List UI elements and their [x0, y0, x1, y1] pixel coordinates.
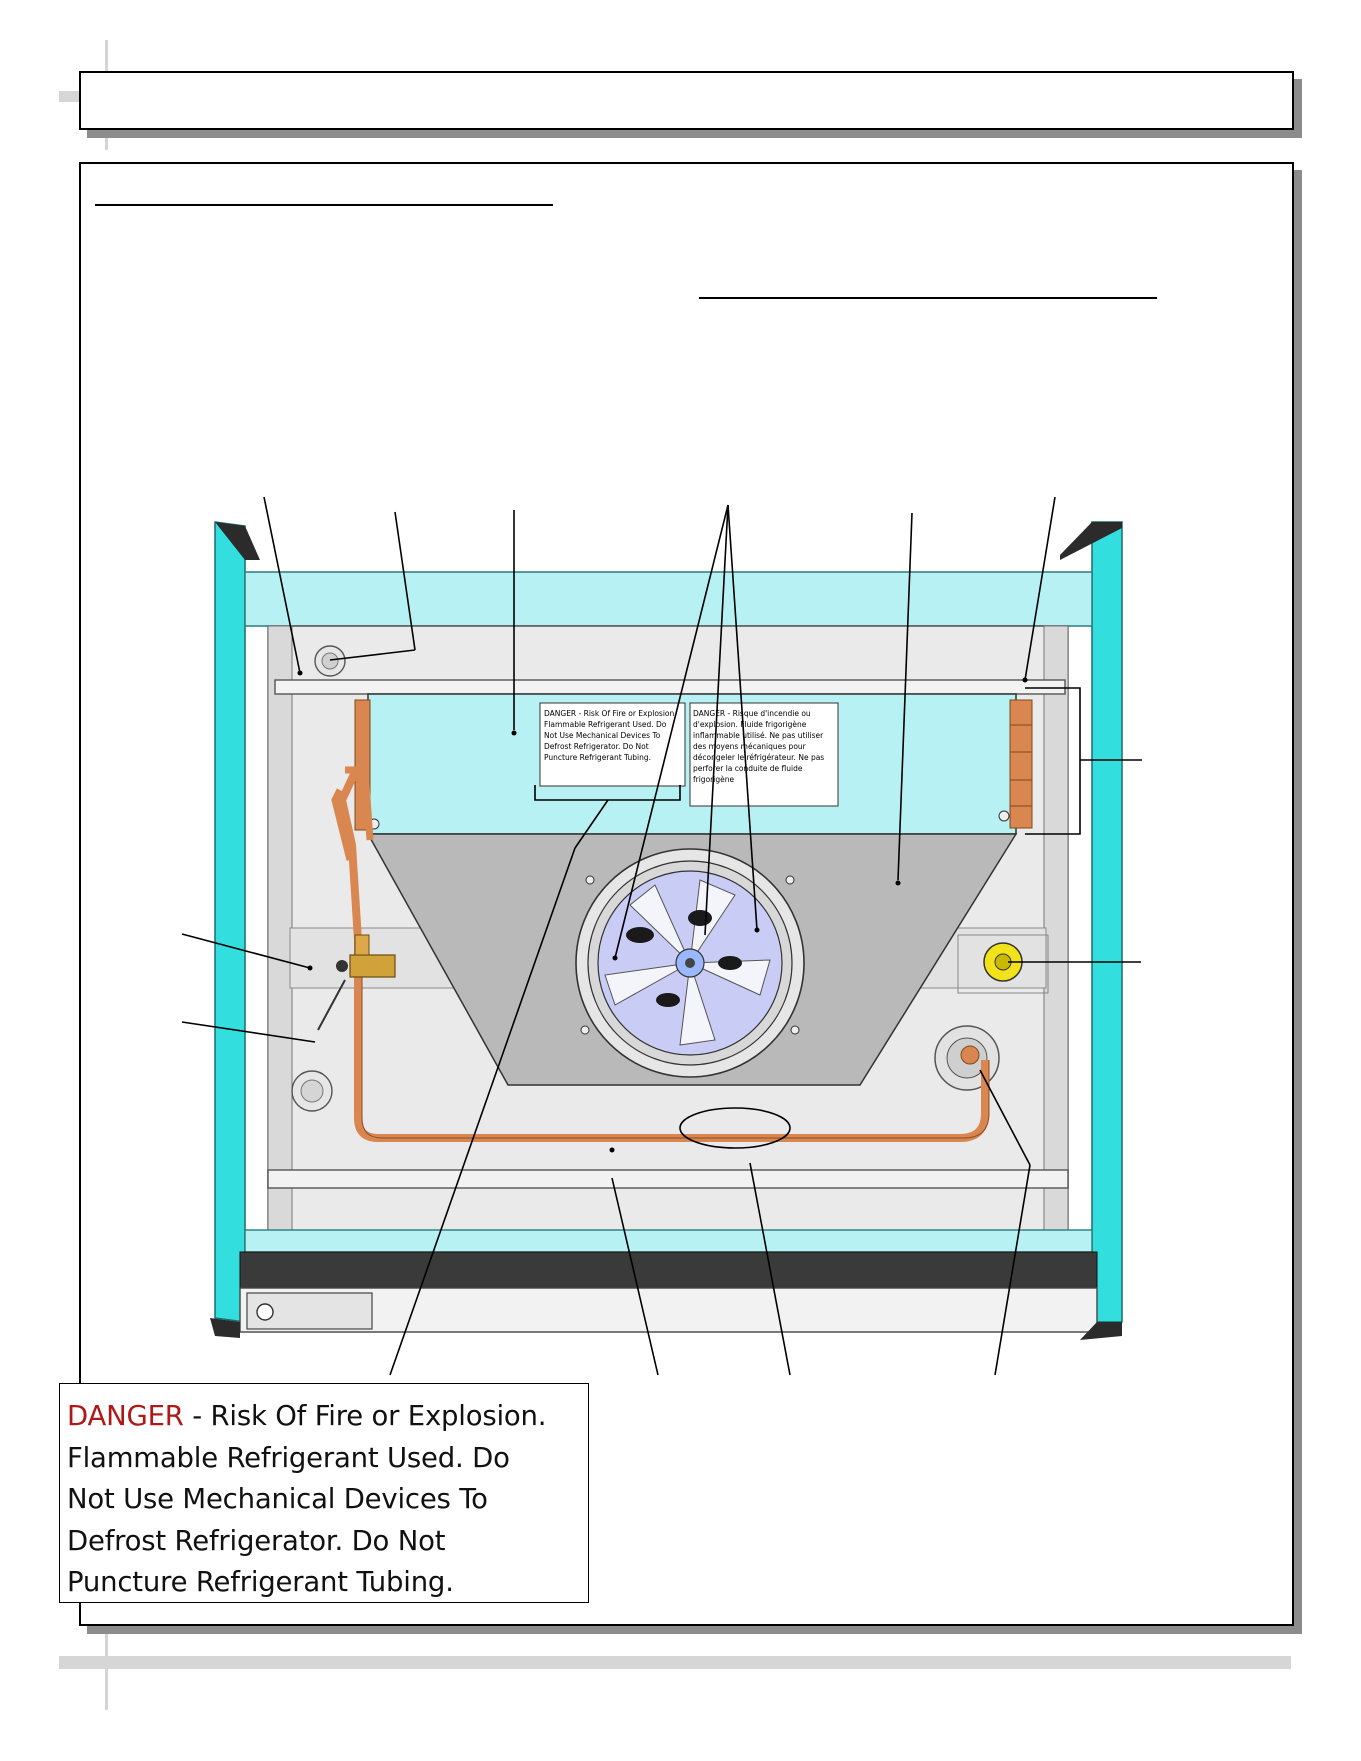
small-label-en-line-4: Defrost Refrigerator. Do Not: [544, 742, 649, 751]
small-label-en-line-2: Flammable Refrigerant Used. Do: [544, 720, 667, 729]
door-gasket-strip: [239, 1251, 1098, 1289]
small-label-en-line-3: Not Use Mechanical Devices To: [544, 731, 661, 740]
tubing-highlight-ellipse: [679, 1107, 791, 1149]
danger-line-5: Puncture Refrigerant Tubing.: [67, 1566, 454, 1598]
expansion-valve: [349, 954, 396, 978]
callout-lines: [181, 496, 1142, 1376]
margin-line-bottom: [105, 1630, 108, 1710]
small-label-fr-line-6: perforer la conduite de fluide: [693, 764, 803, 773]
small-label-fr-line-3: inflammable utilisé. Ne pas utiliser: [693, 731, 824, 740]
small-label-fr-line-5: décongeler le réfrigérateur. Ne pas: [693, 753, 824, 762]
small-danger-label-en: [539, 702, 686, 787]
small-label-en-line-1: DANGER - Risk Of Fire or Explosion: [544, 709, 674, 718]
coil-right-tubes: [1009, 699, 1033, 829]
small-label-fr-line-2: d'explosion. Fluide frigorigène: [693, 720, 807, 729]
small-label-fr-line-4: des moyens mécaniques pour: [693, 742, 807, 751]
right-frame-corner: [1060, 522, 1122, 560]
small-label-en-line-5: Puncture Refrigerant Tubing.: [544, 753, 651, 762]
footer-bar: [59, 1656, 1291, 1669]
fan-blades: [604, 879, 771, 1046]
bottom-cyan-panel: [244, 1229, 1093, 1253]
top-panel: [244, 571, 1093, 627]
danger-line-4: Defrost Refrigerator. Do Not: [67, 1524, 446, 1557]
left-frame-corner: [215, 522, 260, 560]
danger-line-2: Flammable Refrigerant Used. Do: [67, 1441, 510, 1474]
section-underline-left: [95, 204, 553, 206]
header-shadow-bar: [59, 91, 83, 102]
small-label-fr-line-1: DANGER - Risque d'incendie ou: [693, 709, 811, 718]
left-frame-post: [214, 521, 246, 1323]
header-box: [79, 71, 1294, 130]
front-base-panel: [239, 1287, 1098, 1333]
bottom-rail: [267, 1169, 1069, 1189]
danger-warning-box: DANGER - Risk Of Fire or Explosion. Flam…: [59, 1383, 589, 1603]
right-frame-post: [1091, 521, 1123, 1323]
section-underline-right: [699, 297, 1157, 299]
danger-line-1-text: - Risk Of Fire or Explosion.: [183, 1400, 547, 1432]
danger-word: DANGER: [67, 1400, 184, 1432]
left-inner-wall: [267, 625, 293, 1247]
top-rail: [274, 679, 1066, 695]
danger-line-1: DANGER - Risk Of Fire or Explosion.: [67, 1396, 588, 1438]
danger-line-3: Not Use Mechanical Devices To: [67, 1483, 488, 1515]
